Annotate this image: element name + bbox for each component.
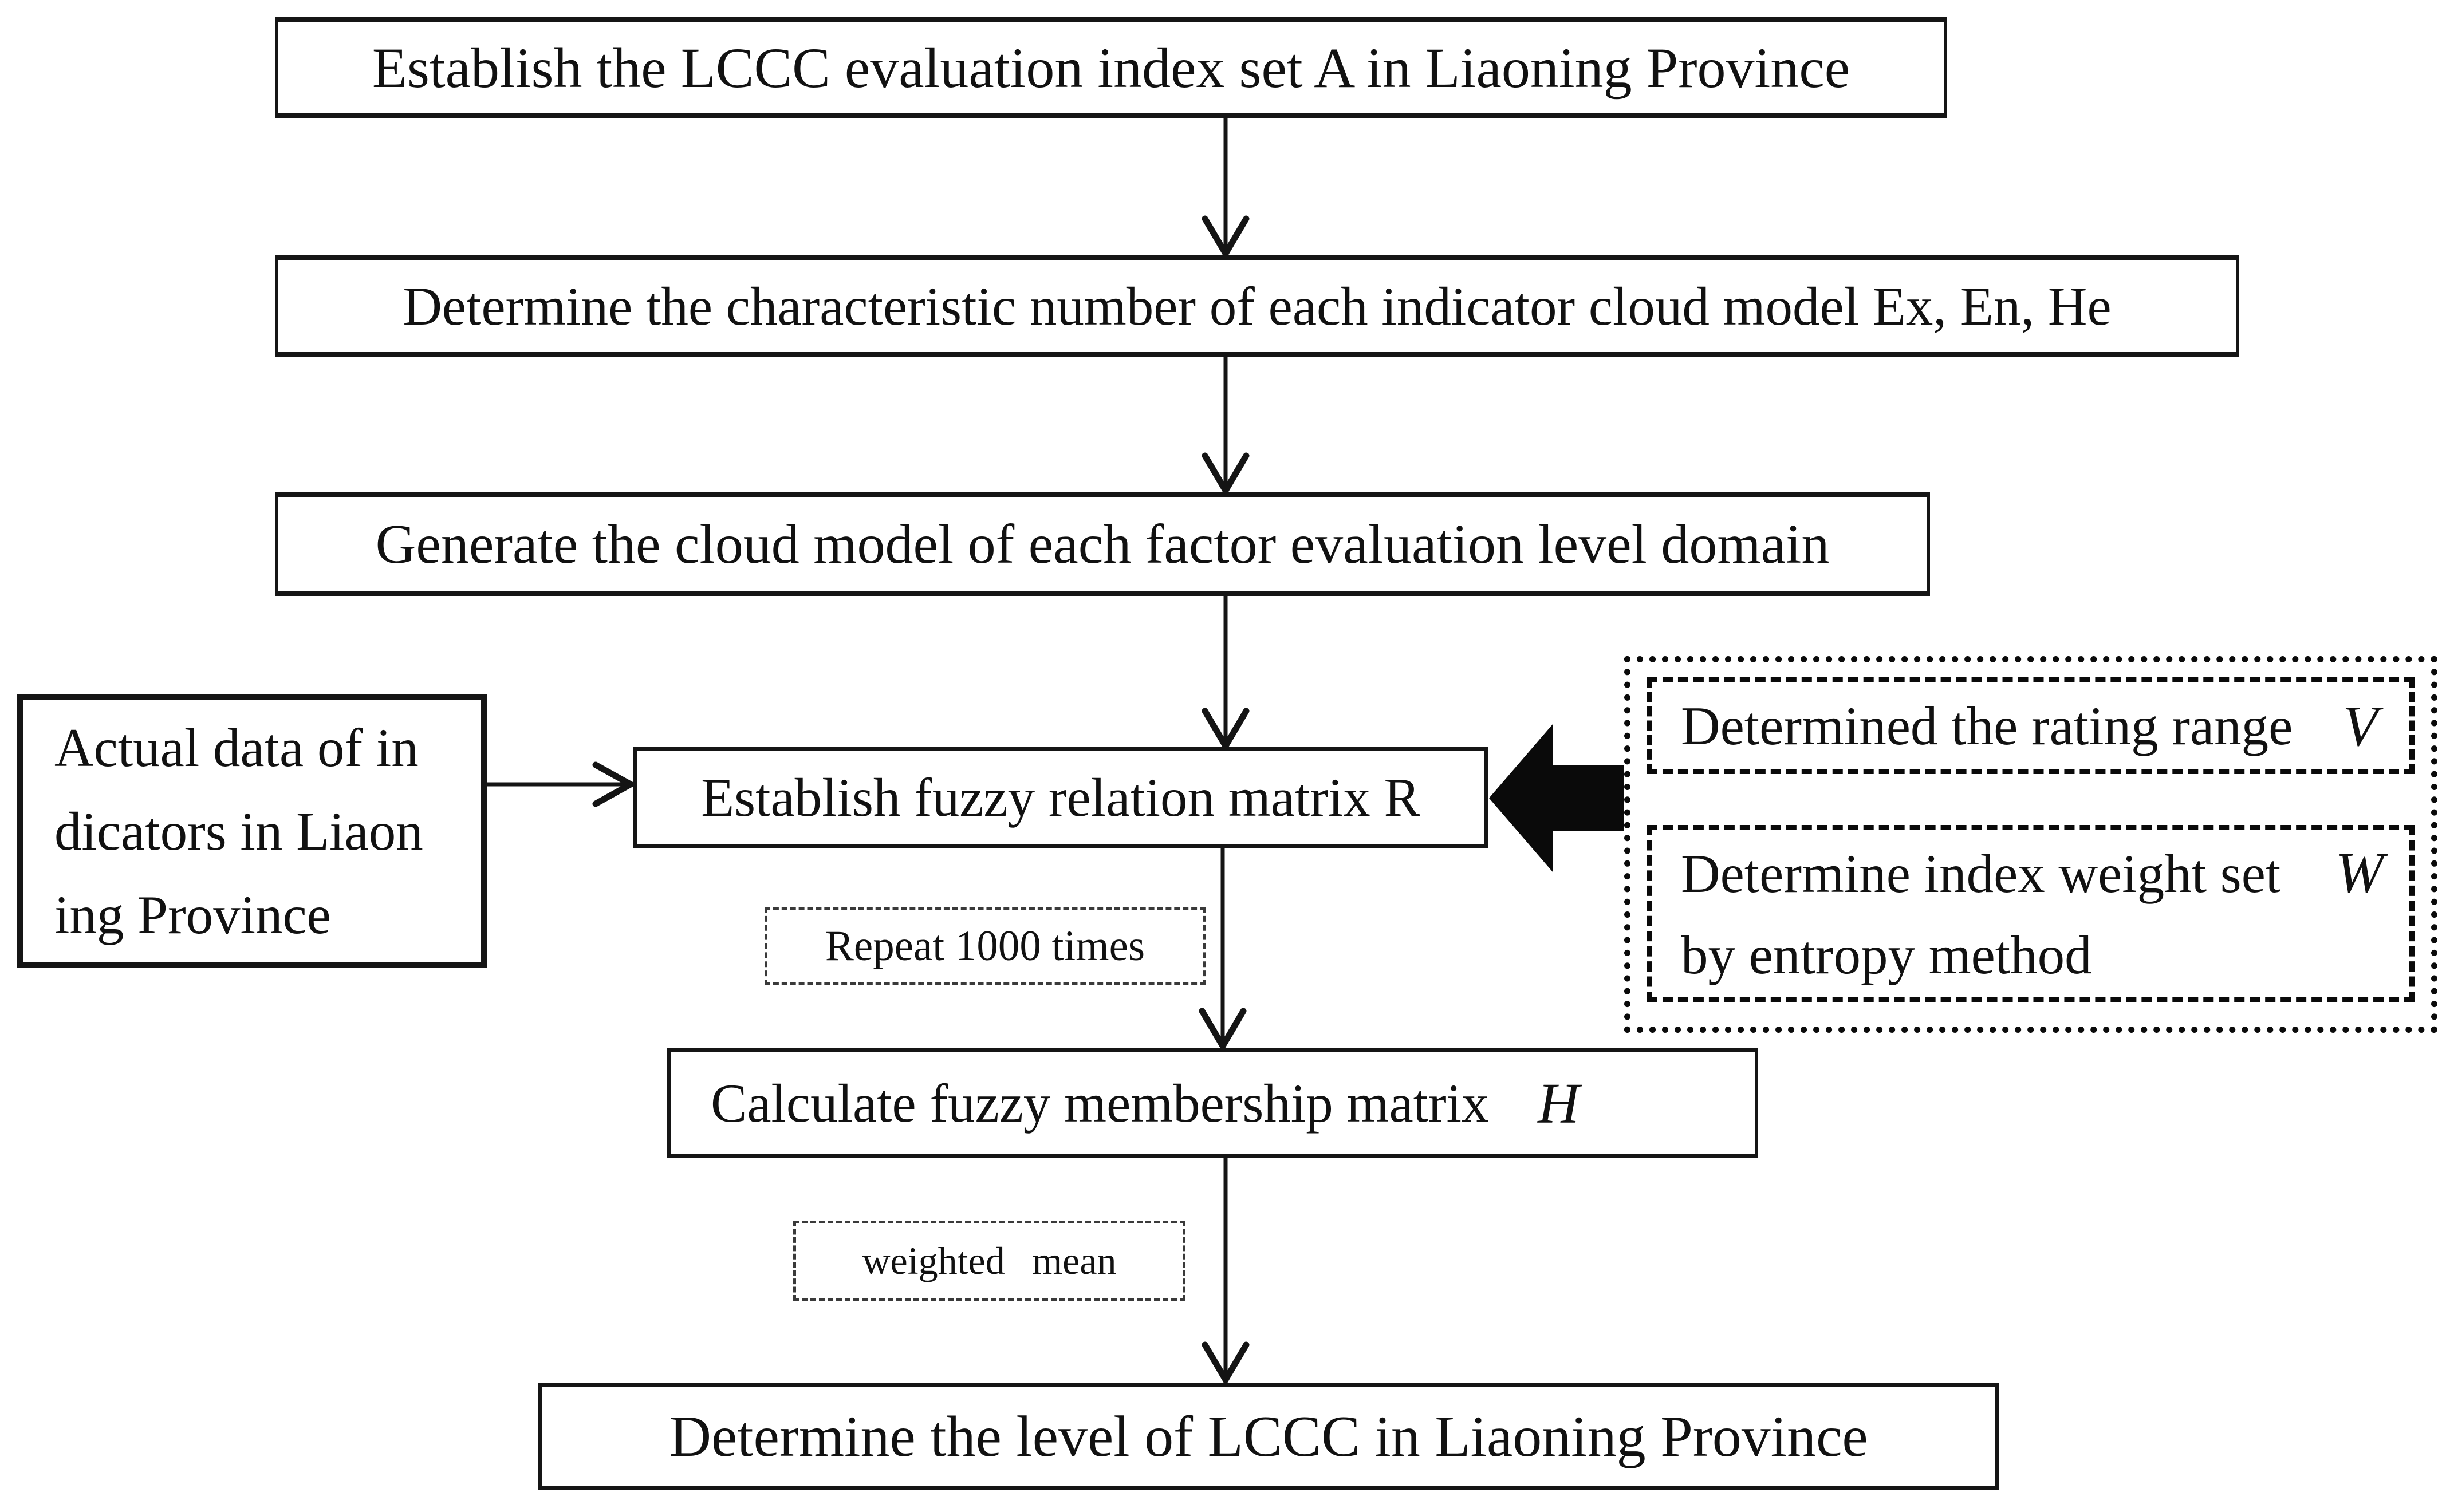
note-weighted-mean: weighted mean	[793, 1221, 1185, 1301]
note-repeat-1000-times-label: Repeat 1000 times	[825, 922, 1145, 970]
node-establish-index-set-label: Establish the LCCC evaluation index set …	[372, 35, 1850, 100]
arrowhead-down-4	[1199, 1008, 1247, 1052]
node-determine-level: Determine the level of LCCC in Liaoning …	[538, 1383, 1999, 1490]
node-actual-data-lines: Actual data of in dicators in Liaon ing …	[54, 706, 423, 957]
node-actual-data-line1: Actual data of in	[54, 717, 419, 778]
node-determine-level-label: Determine the level of LCCC in Liaoning …	[669, 1404, 1868, 1469]
arrowhead-right-1	[592, 761, 637, 807]
arrowhead-down-3	[1202, 708, 1250, 752]
node-fuzzy-relation-matrix-label: Establish fuzzy relation matrix R	[701, 767, 1420, 828]
node-actual-data: Actual data of in dicators in Liaon ing …	[17, 694, 487, 968]
node-generate-cloud-model: Generate the cloud model of each factor …	[275, 492, 1930, 596]
arrowhead-down-2	[1202, 452, 1250, 497]
node-rating-range: Determined the rating range V	[1647, 677, 2415, 774]
arrowhead-down-5	[1202, 1341, 1250, 1386]
node-fuzzy-relation-matrix: Establish fuzzy relation matrix R	[633, 747, 1488, 848]
node-characteristic-number-label: Determine the characteristic number of e…	[403, 275, 2112, 337]
node-establish-index-set: Establish the LCCC evaluation index set …	[275, 17, 1947, 118]
note-repeat-1000-times: Repeat 1000 times	[765, 907, 1206, 985]
node-index-weight-line1-label: Determine index weight set	[1681, 843, 2281, 904]
node-rating-range-label: Determined the rating range	[1681, 695, 2293, 756]
node-rating-range-symbol: V	[2342, 693, 2378, 758]
note-weighted-mean-label: weighted mean	[862, 1238, 1117, 1282]
node-membership-matrix: Calculate fuzzy membership matrix H	[667, 1048, 1758, 1158]
node-index-weight-lines: Determine index weight set W by entropy …	[1681, 832, 2384, 996]
arrowhead-down-1	[1202, 215, 1250, 260]
node-characteristic-number: Determine the characteristic number of e…	[275, 255, 2239, 357]
node-actual-data-line3: ing Province	[54, 885, 331, 945]
node-membership-matrix-label: Calculate fuzzy membership matrix	[711, 1072, 1489, 1134]
node-actual-data-line2: dicators in Liaon	[54, 801, 423, 862]
node-membership-matrix-symbol: H	[1538, 1071, 1580, 1135]
node-index-weight-line2-label: by entropy method	[1681, 924, 2092, 985]
node-generate-cloud-model-label: Generate the cloud model of each factor …	[375, 513, 1830, 575]
block-arrow-left-icon	[1489, 724, 1627, 873]
node-index-weight-symbol: W	[2335, 840, 2384, 905]
node-index-weight-line1: Determine index weight set W	[1681, 832, 2384, 914]
node-index-weight: Determine index weight set W by entropy …	[1647, 825, 2415, 1002]
